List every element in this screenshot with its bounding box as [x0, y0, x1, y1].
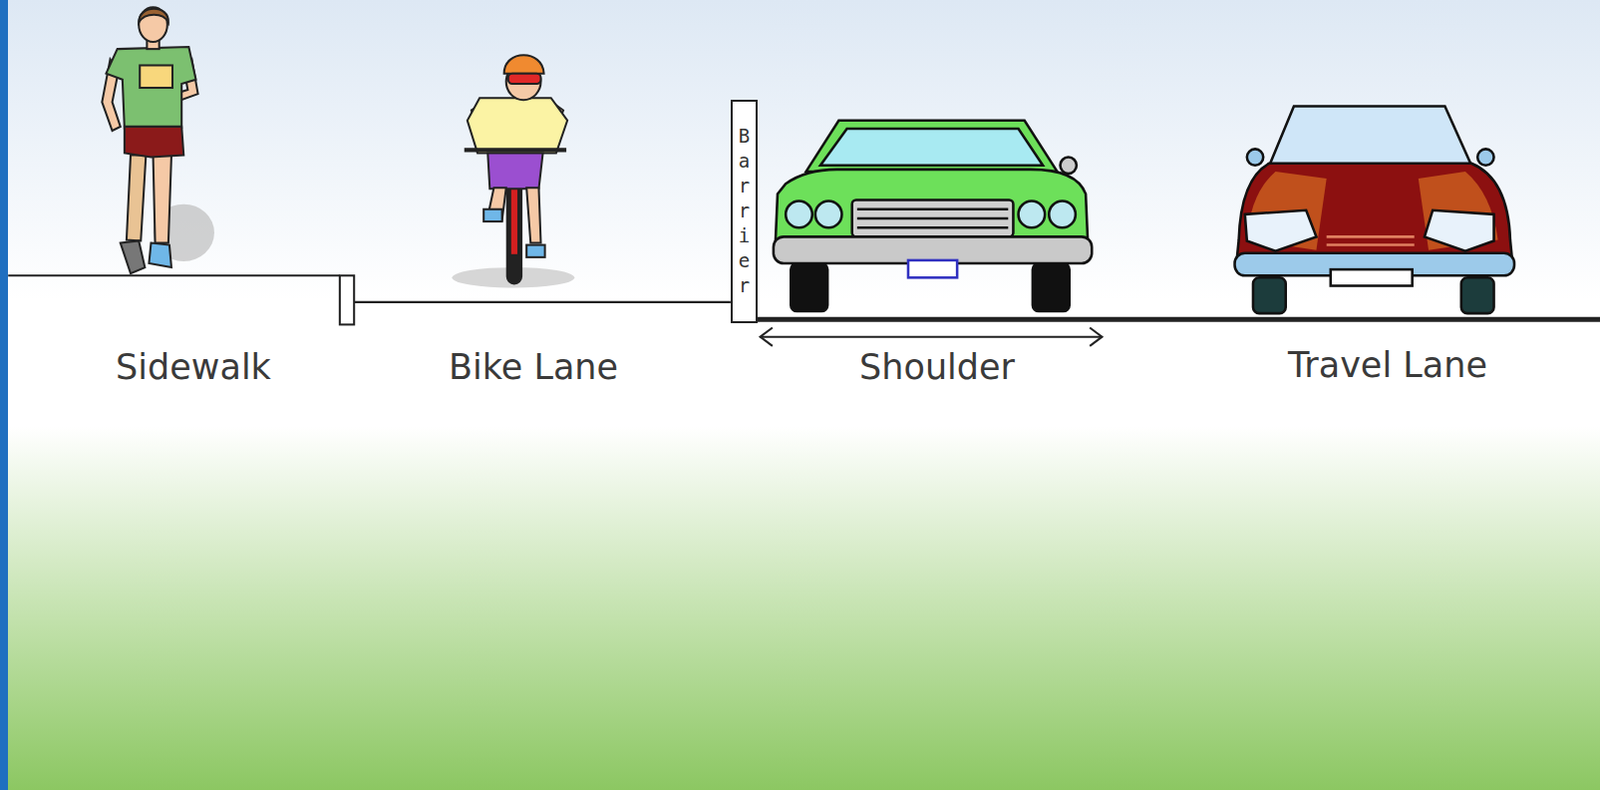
jogger-figure	[120, 240, 146, 274]
green-car	[820, 128, 1043, 166]
jogger-figure	[148, 243, 172, 269]
green-car	[908, 260, 958, 278]
zone-label: Bike Lane	[448, 346, 619, 387]
dimension-arrow	[760, 326, 773, 345]
jogger-figure	[138, 8, 169, 23]
cyclist-figure	[467, 97, 568, 153]
zone-label: Travel Lane	[1287, 344, 1488, 385]
ground-profile	[339, 275, 354, 324]
red-car	[1253, 277, 1286, 314]
red-car	[1247, 148, 1264, 165]
red-car	[1461, 277, 1495, 314]
green-car	[1060, 157, 1077, 174]
barrier-box: Barrier	[730, 99, 758, 323]
green-car	[815, 201, 843, 229]
green-car	[857, 226, 1008, 230]
cyclist-figure	[526, 187, 541, 243]
barrier-label: Barrier	[733, 124, 756, 300]
red-car	[1235, 105, 1515, 314]
green-car	[1032, 263, 1070, 312]
jogger-figure	[126, 155, 146, 242]
green-car	[775, 169, 1088, 242]
red-car	[1330, 269, 1413, 286]
cyclist-figure	[508, 73, 542, 84]
zone-label: Shoulder	[859, 346, 1015, 387]
red-car	[1269, 105, 1472, 165]
green-car	[857, 217, 1008, 221]
cyclist-figure	[451, 54, 575, 288]
red-car	[1326, 235, 1415, 239]
jogger-figure	[124, 126, 184, 158]
dimension-arrow	[760, 335, 1103, 338]
ground-profile	[353, 301, 731, 304]
red-car	[1424, 210, 1495, 252]
cyclist-figure	[487, 152, 543, 189]
red-car	[1245, 210, 1317, 252]
red-car	[1477, 148, 1494, 165]
jogger-figure	[153, 155, 172, 244]
jogger-figure	[139, 64, 173, 88]
jogger-figure	[101, 6, 215, 274]
green-car	[806, 120, 1058, 172]
cyclist-figure	[526, 245, 545, 258]
cyclist-figure	[464, 147, 567, 152]
side-strip	[0, 0, 8, 790]
ground-profile	[757, 317, 1600, 322]
cyclist-figure	[504, 54, 545, 73]
red-car	[1237, 163, 1513, 261]
jogger-figure	[105, 46, 196, 129]
zone-label: Sidewalk	[115, 346, 272, 387]
green-car	[790, 263, 828, 312]
green-car	[852, 200, 1014, 238]
red-car	[1326, 243, 1415, 247]
green-car	[857, 207, 1008, 211]
dimension-arrow	[1089, 326, 1102, 345]
cyclist-figure	[483, 209, 502, 222]
green-car	[1048, 201, 1076, 229]
green-car	[773, 120, 1092, 312]
green-car	[785, 201, 813, 229]
scene	[7, 6, 1600, 346]
green-car	[1018, 201, 1046, 229]
ground-profile	[7, 274, 340, 277]
dimension-arrow	[760, 326, 1103, 345]
